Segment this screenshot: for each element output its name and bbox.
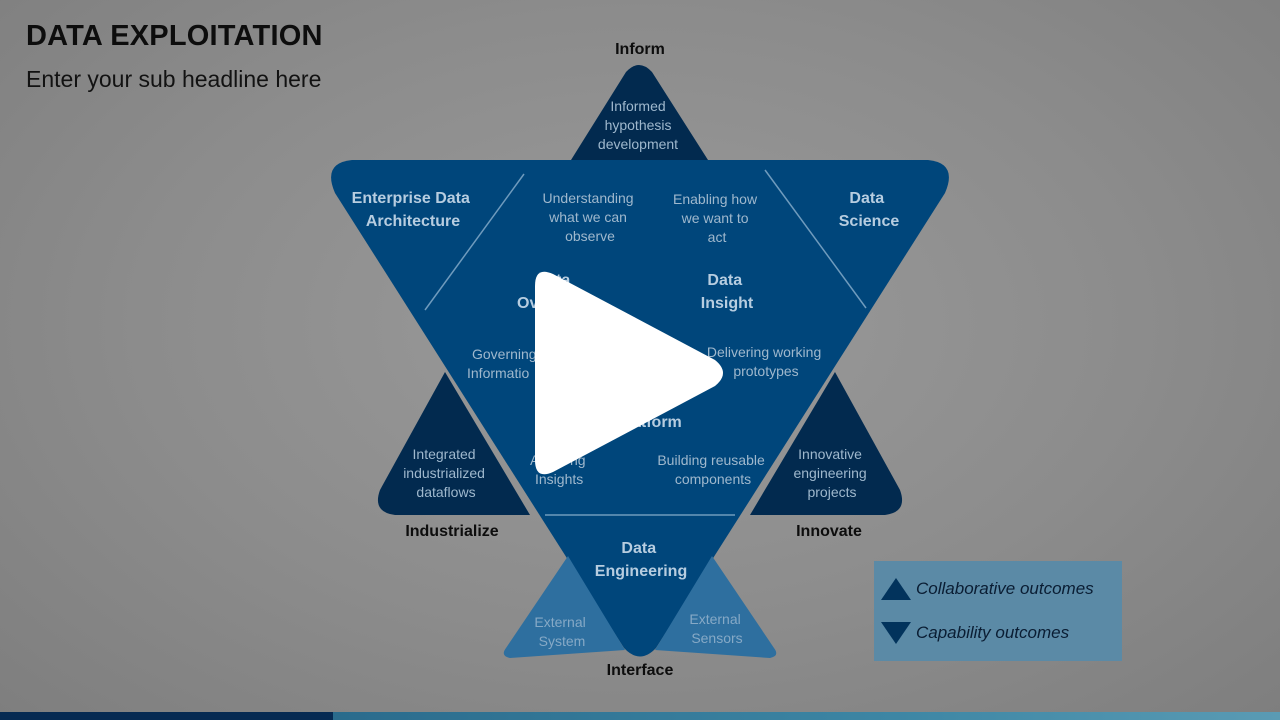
title-enterprise-data-architecture: Enterprise Data Architecture xyxy=(352,190,475,230)
outcome-innovative: Innovative engineering projects xyxy=(793,446,870,500)
external-sensors-segment xyxy=(655,556,777,658)
up-triangle-right-corner xyxy=(750,372,903,515)
title-data-insight: Data Insight xyxy=(701,272,754,312)
up-triangle-top xyxy=(571,65,708,160)
outcome-integrated: Integrated industrialized dataflows xyxy=(403,446,489,500)
title-data-engineering: Data Engineering xyxy=(595,540,687,580)
outcome-enabling: Enabling how we want to act xyxy=(673,191,761,245)
divider-right xyxy=(764,169,867,309)
slide-subtitle: Enter your sub headline here xyxy=(26,66,322,92)
legend: Collaborative outcomes Capability outcom… xyxy=(874,561,1122,661)
legend-label-collaborative: Collaborative outcomes xyxy=(916,579,1094,598)
external-system-segment xyxy=(503,556,625,658)
outcome-understanding: Understanding what we can observe xyxy=(543,190,638,244)
outcome-building: Building reusable components xyxy=(657,452,768,487)
bottom-accent-bar xyxy=(0,712,1280,720)
play-icon[interactable] xyxy=(531,266,731,480)
vertex-label-interface: Interface xyxy=(607,662,674,679)
slide-title: DATA EXPLOITATION xyxy=(26,20,323,52)
outcome-external-sensors: External Sensors xyxy=(689,611,744,646)
outcome-informed-hypothesis: Informed hypothesis development xyxy=(598,98,678,152)
vertex-label-innovate: Innovate xyxy=(796,523,862,540)
vertex-label-industrialize: Industrialize xyxy=(405,523,498,540)
up-triangle-icon xyxy=(881,578,911,600)
legend-label-capability: Capability outcomes xyxy=(916,623,1070,642)
legend-item-collaborative: Collaborative outcomes xyxy=(880,576,1094,602)
outcome-external-system: External System xyxy=(534,614,589,649)
outcome-governing: Governing Informatio xyxy=(467,346,540,381)
vertex-label-inform: Inform xyxy=(615,41,665,58)
title-data-science: Data Science xyxy=(839,190,900,230)
divider-left xyxy=(424,173,525,311)
outcome-delivering: Delivering working prototypes xyxy=(707,344,825,379)
up-triangle-left-corner xyxy=(377,372,530,515)
legend-item-capability: Capability outcomes xyxy=(880,620,1069,646)
down-triangle-icon xyxy=(881,622,911,644)
